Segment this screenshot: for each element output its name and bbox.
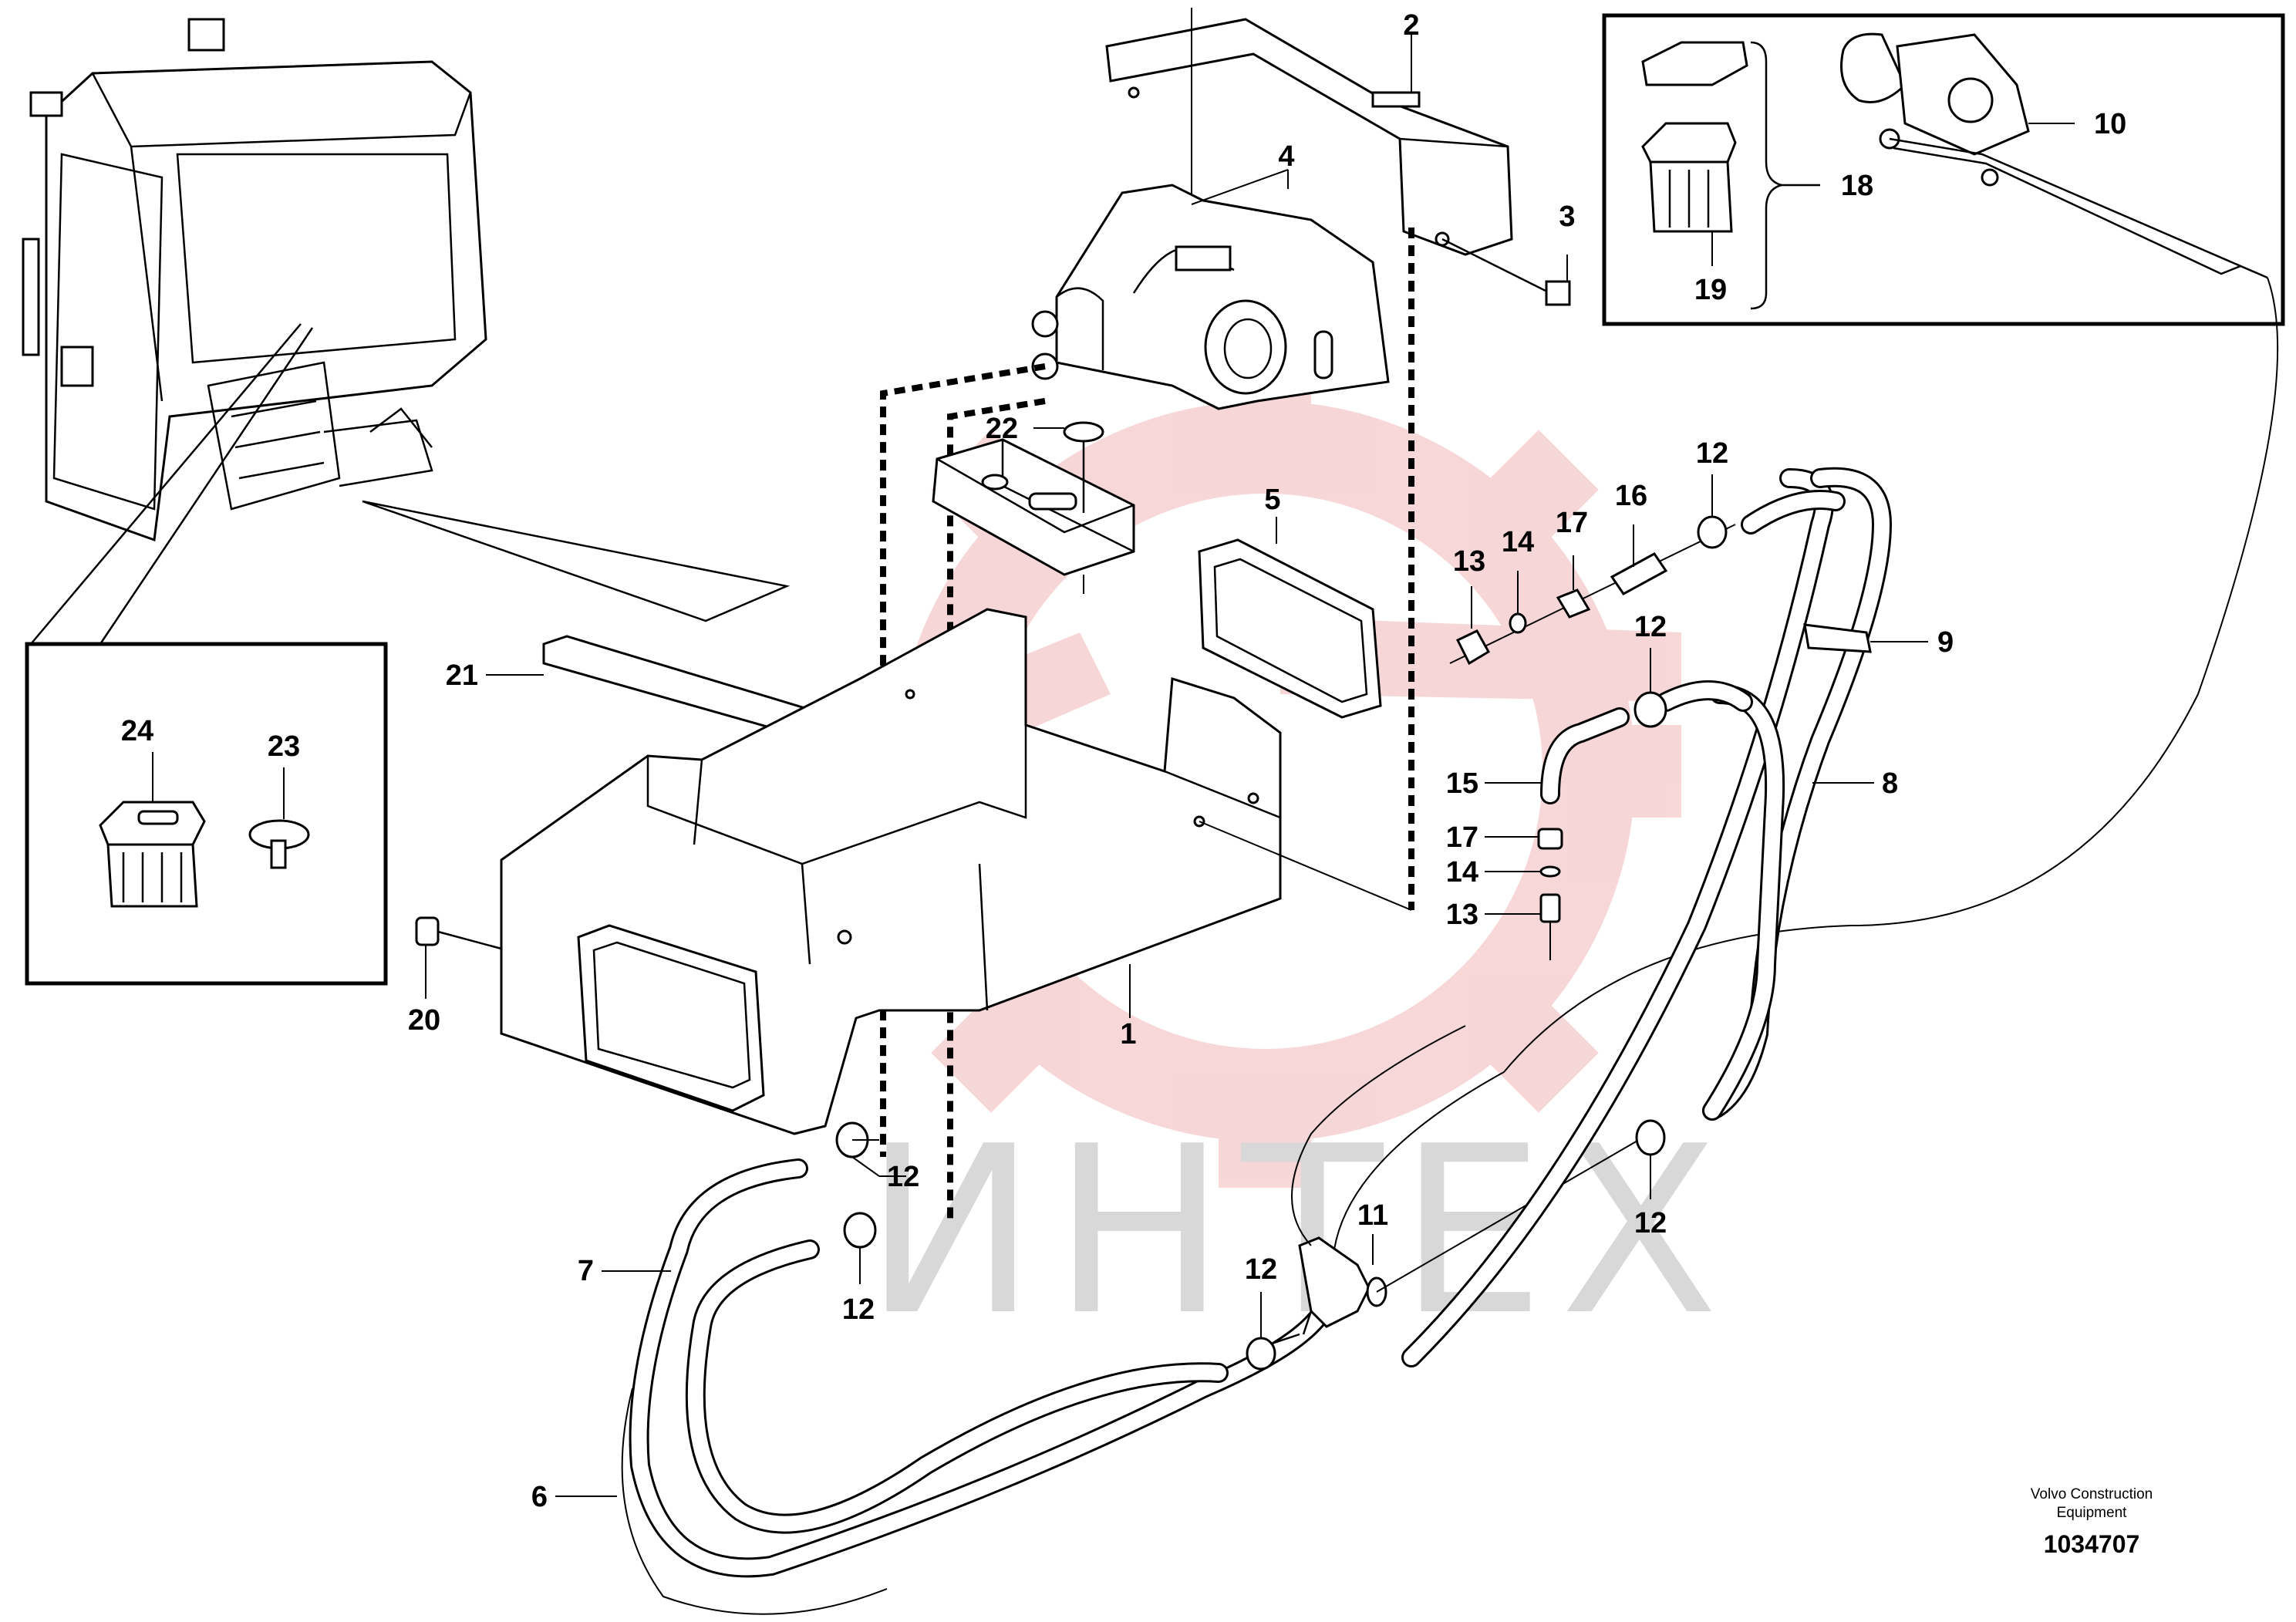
label-13-b: 13: [1446, 899, 1478, 931]
label-12-d: 12: [1634, 1207, 1667, 1239]
label-12-c: 12: [1245, 1253, 1277, 1286]
label-17-b: 17: [1446, 821, 1478, 854]
label-21: 21: [446, 659, 478, 692]
label-12-b: 12: [842, 1293, 875, 1326]
label-14-a: 14: [1502, 526, 1534, 558]
control-valve-10: [1840, 32, 2268, 279]
mount-block-22: 22: [932, 413, 1135, 594]
cab-callout-lines: [30, 323, 791, 645]
credit-line-2: Equipment: [2057, 1505, 2128, 1521]
label-18: 18: [1841, 170, 1873, 202]
gasket-5: 5: [1198, 484, 1382, 719]
inset-box-switches: 24 23: [25, 642, 388, 986]
housing-1: 1: [500, 608, 1412, 1135]
valve-11: 11 12: [1245, 1025, 1644, 1371]
hoses-6-7: 7 6: [531, 1158, 1337, 1615]
label-16: 16: [1615, 480, 1647, 512]
hose-8: 9 8 12: [1401, 467, 1954, 1367]
label-5: 5: [1264, 484, 1280, 516]
switch-body-19: [1641, 122, 1737, 233]
label-11: 11: [1357, 1199, 1388, 1232]
bolt-3: 3: [1441, 201, 1576, 306]
label-3: 3: [1559, 201, 1575, 233]
hose-clamps-left: 12 12: [835, 1121, 919, 1326]
hose-clamp-right-lower: 12: [1634, 821, 1667, 854]
label-14-b: 14: [1446, 856, 1478, 889]
label-2: 2: [1403, 9, 1419, 42]
label-7: 7: [578, 1255, 594, 1287]
label-10: 10: [2094, 108, 2126, 140]
label-19: 19: [1694, 274, 1727, 306]
credit-block: Volvo Construction Equipment 1034707: [2031, 1486, 2153, 1558]
fitting-16-assembly: 13 14 17 16 12: [1449, 437, 1846, 666]
label-12-a: 12: [887, 1161, 919, 1193]
label-4: 4: [1278, 140, 1294, 173]
label-8: 8: [1882, 767, 1898, 800]
label-13-a: 13: [1453, 545, 1485, 578]
label-20: 20: [408, 1004, 440, 1037]
drawing-number: 1034707: [2044, 1530, 2140, 1558]
bracket-2: 2: [1105, 8, 1513, 256]
plug-23: [248, 819, 310, 869]
label-22: 22: [986, 413, 1018, 445]
label-15: 15: [1446, 767, 1478, 800]
bolt-20: 20: [408, 916, 502, 1037]
label-23: 23: [268, 730, 300, 763]
label-17-a: 17: [1556, 507, 1588, 539]
cab-illustration: [22, 18, 487, 542]
label-24: 24: [121, 715, 153, 747]
heater-unit-4: 4: [1031, 140, 1390, 410]
label-6: 6: [531, 1481, 548, 1513]
inset-box-controls: 18 19 10: [1602, 13, 2285, 326]
credit-line-1: Volvo Construction: [2031, 1486, 2153, 1502]
control-cable: [1333, 277, 2279, 1250]
rocker-switch-24: [99, 801, 206, 908]
knob-switch-cap: [1641, 41, 1748, 86]
label-12-e: 12: [1634, 611, 1667, 643]
fitting-15-assembly: 12 15 17 14 13: [1446, 611, 1753, 960]
label-1: 1: [1120, 1018, 1136, 1050]
label-9: 9: [1937, 626, 1954, 659]
label-12-f: 12: [1696, 437, 1728, 470]
